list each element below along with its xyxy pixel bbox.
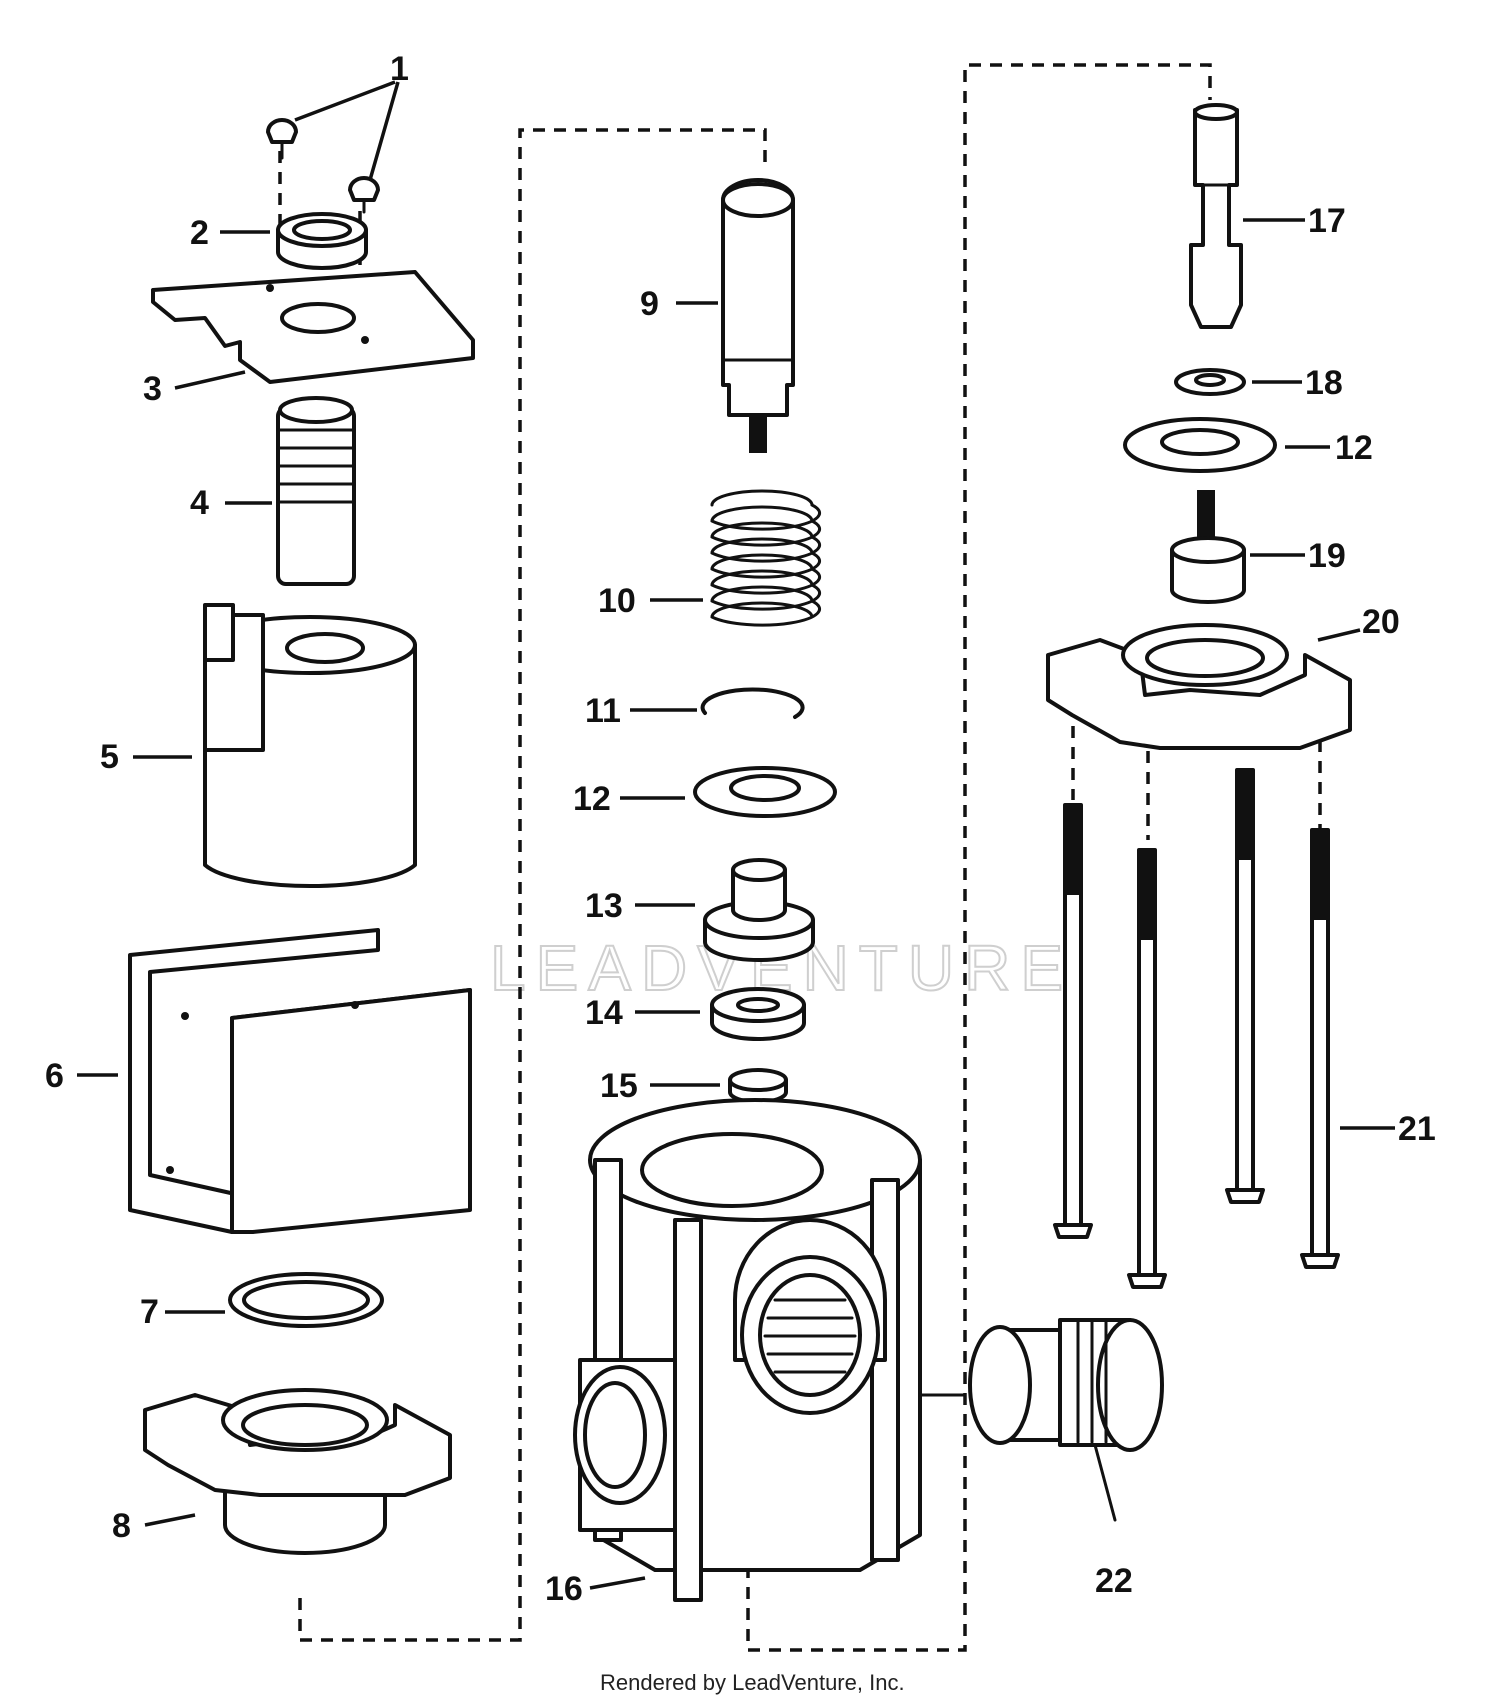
part-8-collar [143, 1388, 452, 1555]
callout-17: 17 [1308, 202, 1346, 240]
callout-9: 9 [640, 285, 659, 323]
callout-12-right: 12 [1335, 429, 1373, 467]
part-12-diaphragm-right [1123, 417, 1277, 473]
part-3-plate [151, 270, 475, 384]
callout-numbers: 1 2 3 4 5 6 7 8 9 10 11 12 13 14 15 16 1… [45, 50, 1436, 1608]
callout-14: 14 [585, 994, 623, 1032]
callout-12-center: 12 [573, 780, 611, 818]
part-5-coil [203, 603, 417, 889]
callout-3: 3 [143, 370, 162, 408]
part-13-valve-seat [703, 858, 815, 962]
callout-2: 2 [190, 214, 209, 252]
callout-1: 1 [390, 50, 409, 88]
part-14-washer [710, 987, 806, 1041]
part-11-snap-ring [700, 687, 805, 719]
callout-10: 10 [598, 582, 636, 620]
callout-16: 16 [545, 1570, 583, 1608]
part-19-insert [1170, 490, 1246, 604]
part-10-spring [710, 489, 822, 627]
callout-5: 5 [100, 738, 119, 776]
callout-4: 4 [190, 484, 209, 522]
part-16-valve-body [573, 1098, 967, 1602]
part-15-small-washer [728, 1068, 788, 1104]
part-20-collar [1046, 623, 1352, 750]
part-12-diaphragm-center [693, 766, 837, 818]
footer-credit: Rendered by LeadVenture, Inc. [600, 1670, 905, 1695]
part-18-ring [1174, 368, 1246, 396]
part-6-bracket [128, 928, 472, 1234]
part-21-long-bolts [1053, 768, 1340, 1289]
callout-18: 18 [1305, 364, 1343, 402]
callout-6: 6 [45, 1057, 64, 1095]
callout-11: 11 [585, 692, 621, 730]
callout-7: 7 [140, 1293, 159, 1331]
callout-19: 19 [1308, 537, 1346, 575]
callout-20: 20 [1362, 603, 1400, 641]
callout-15: 15 [600, 1067, 638, 1105]
part-2-nut [276, 212, 368, 270]
part-4-threaded-stem [276, 396, 356, 586]
part-9-plunger-tube [721, 178, 795, 453]
callout-13: 13 [585, 887, 623, 925]
callout-21: 21 [1398, 1110, 1436, 1148]
part-1-screws [266, 118, 380, 214]
assembly-guide-lines [278, 63, 1322, 1652]
callout-22: 22 [1095, 1562, 1133, 1600]
part-7-gasket [228, 1272, 384, 1328]
part-22-plug [968, 1318, 1164, 1522]
leader-lines [77, 80, 1395, 1590]
callout-8: 8 [112, 1507, 131, 1545]
part-17-stem [1189, 103, 1243, 329]
